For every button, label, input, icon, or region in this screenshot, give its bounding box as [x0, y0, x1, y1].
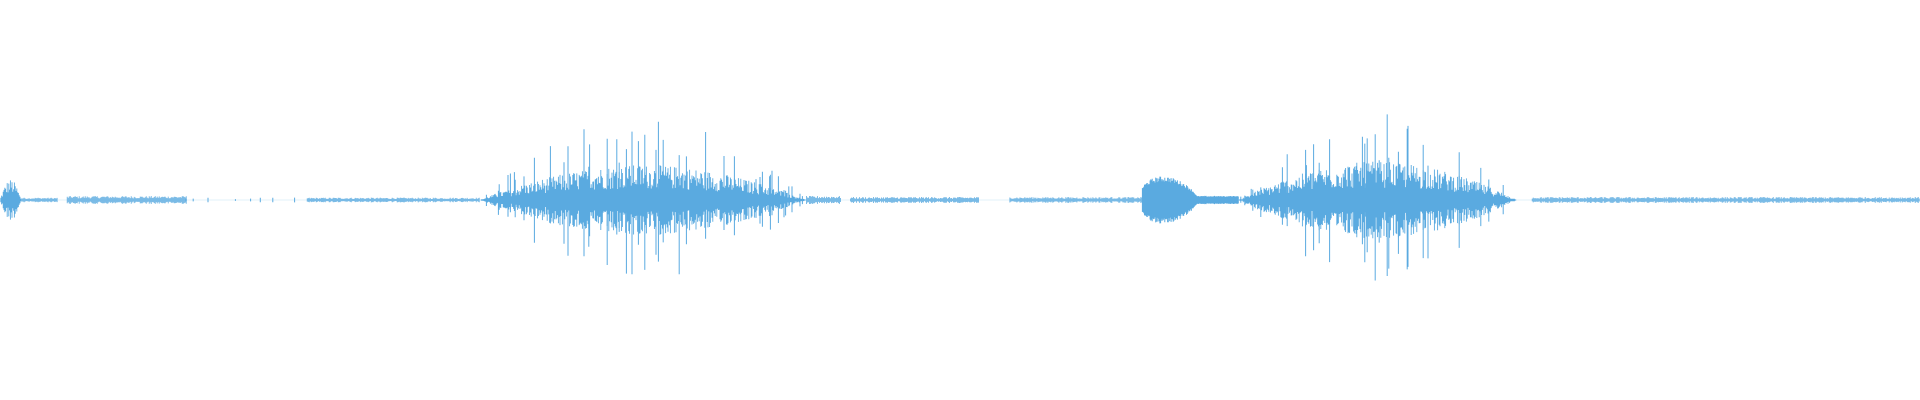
waveform-samples: [0, 114, 1920, 281]
waveform-hum-segment: [66, 196, 187, 204]
waveform-burst-spikes: [485, 121, 803, 275]
waveform-sparse-segment: [185, 197, 296, 203]
waveform-blob-segment: [1141, 176, 1239, 224]
waveform-hum-segment: [1531, 197, 1920, 203]
waveform-burst-spikes: [1240, 114, 1504, 281]
waveform-hum-segment: [850, 197, 979, 203]
waveform-burst-body: [480, 165, 807, 235]
waveform-hum-segment: [1009, 197, 1143, 203]
waveform-burst-body: [1238, 161, 1517, 239]
waveform-hum-segment: [806, 196, 841, 204]
waveform-hum-segment: [20, 197, 58, 203]
waveform-hum-segment: [306, 197, 480, 203]
waveform-burst-body: [0, 180, 22, 220]
